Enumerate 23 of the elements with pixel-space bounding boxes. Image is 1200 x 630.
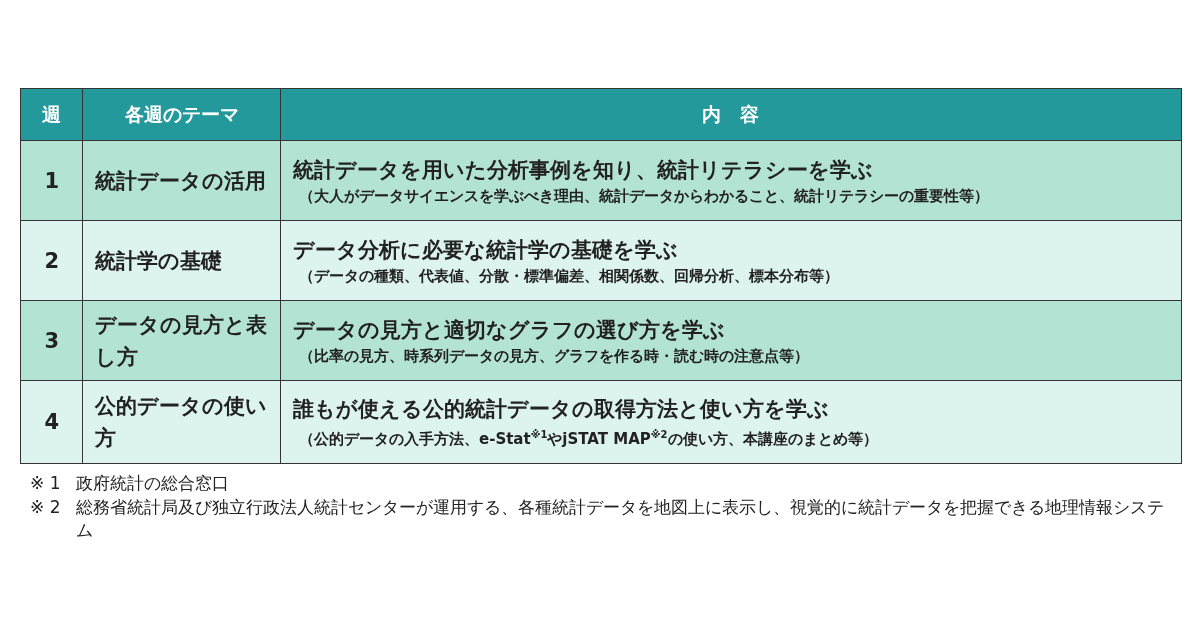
- cell-text: 統計データを用いた分析事例を知り、統計リテラシーを学ぶ: [293, 156, 874, 184]
- cell-text: 週: [42, 101, 62, 127]
- cell-text: 3: [44, 328, 60, 353]
- footnote-text: ※ 2: [30, 496, 61, 519]
- cell-text: データの見方と適切なグラフの選び方を学ぶ: [293, 316, 726, 344]
- cell-text: 4: [44, 409, 60, 434]
- footnote-text: ※ 1: [30, 472, 61, 495]
- cell-text: 内 容: [702, 101, 760, 127]
- cell-text: 統計学の基礎: [95, 247, 223, 275]
- cell-text: 統計データの活用: [95, 167, 267, 195]
- cell-note: （大人がデータサイエンスを学ぶべき理由、統計データからわかること、統計リテラシーの重要性等）: [298, 185, 990, 207]
- footnote-text: 総務省統計局及び独立行政法人統計センターが運用する、各種統計データを地図上に表示し、視覚的に統計データを把握できる地理情報システム: [76, 496, 1165, 542]
- cell-text: データ分析に必要な統計学の基礎を学ぶ: [293, 236, 679, 264]
- cell-text: 1: [44, 168, 60, 193]
- cell-note: （公的データの入手方法、e-Stat$^{※1}$やjSTAT MAP$^{※2}$の使い方、本講座のまとめ等）: [298, 427, 879, 450]
- cell-note: （比率の見方、時系列データの見方、グラフを作る時・読む時の注意点等）: [298, 345, 810, 367]
- cell-text: 各週のテーマ: [124, 101, 239, 127]
- cell-text: データの見方と表し方: [95, 311, 268, 371]
- footnote-text: 政府統計の総合窓口: [76, 472, 230, 495]
- cell-text: 公的データの使い方: [95, 392, 268, 452]
- cell-note: （データの種類、代表値、分散・標準偏差、相関係数、回帰分析、標本分布等）: [298, 265, 840, 287]
- cell-text: 2: [44, 248, 60, 273]
- cell-text: 誰もが使える公的統計データの取得方法と使い方を学ぶ: [293, 395, 830, 423]
